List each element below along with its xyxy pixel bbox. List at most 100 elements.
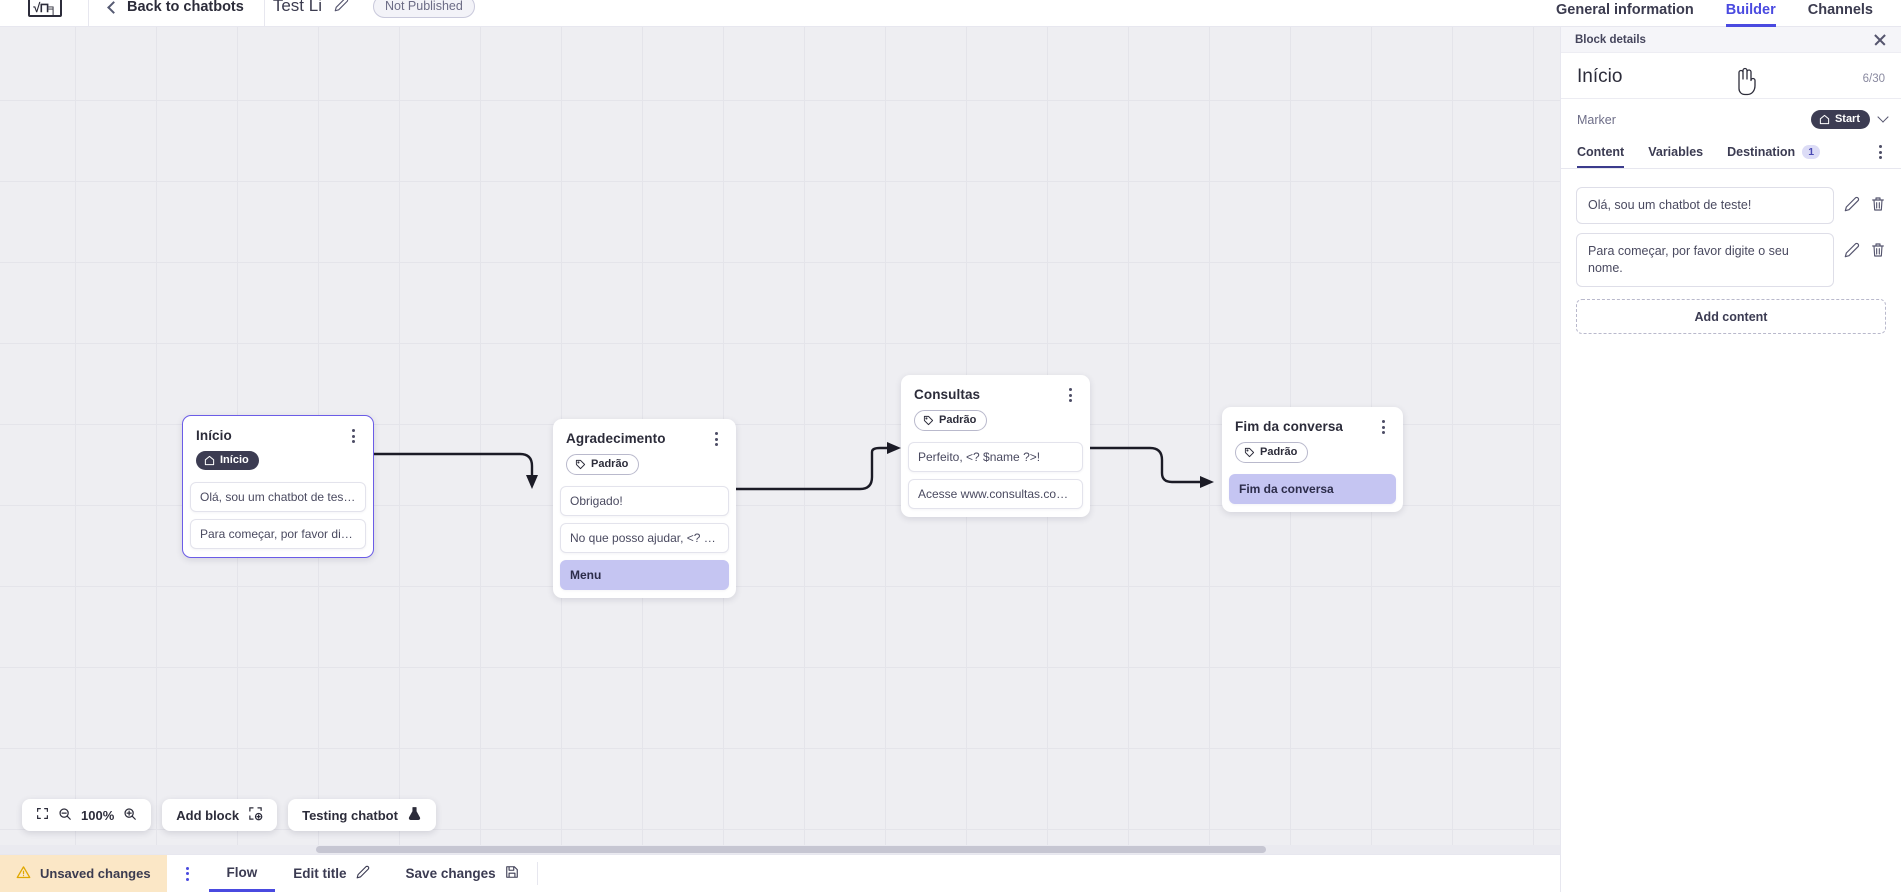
edit-title-label: Edit title	[293, 866, 347, 881]
node-menu-kebab-icon[interactable]	[1376, 419, 1390, 435]
content-text[interactable]: Olá, sou um chatbot de teste!	[1576, 187, 1834, 224]
block-name: Início	[1577, 66, 1623, 87]
warning-triangle-icon	[16, 865, 31, 883]
delete-content-trash-icon[interactable]	[1870, 196, 1886, 212]
panel-tab-variables[interactable]: Variables	[1648, 145, 1703, 168]
footer-menu-kebab-icon[interactable]	[167, 855, 209, 892]
tab-general-information[interactable]: General information	[1556, 2, 1694, 18]
edit-content-pencil-icon[interactable]	[1844, 196, 1860, 212]
flow-canvas[interactable]: Início Início Olá, sou um chatbot de tes…	[0, 27, 1560, 854]
back-label: Back to chatbots	[127, 0, 244, 15]
edit-title-pencil-icon[interactable]	[334, 0, 349, 17]
node-tag-label: Padrão	[591, 458, 629, 470]
node-tag-default: Padrão	[1235, 442, 1309, 463]
unsaved-changes-indicator: Unsaved changes	[0, 855, 167, 892]
panel-tab-variables-label: Variables	[1648, 145, 1704, 159]
node-message[interactable]: No que posso ajudar, <? $name ...	[560, 523, 729, 553]
chevron-left-icon	[107, 0, 120, 14]
node-title: Agradecimento	[566, 431, 666, 446]
node-tag-row: Início	[183, 444, 373, 482]
close-icon[interactable]	[1873, 33, 1887, 47]
canvas-toolbar: 100% Add block Testing chatbot	[22, 799, 436, 831]
add-content-button[interactable]: Add content	[1576, 299, 1886, 334]
node-tag-row: Padrão	[1222, 435, 1403, 474]
add-block-button[interactable]: Add block	[162, 799, 278, 831]
panel-title-row: Início 6/30	[1561, 53, 1901, 99]
tag-icon	[923, 415, 934, 425]
content-item-row: Olá, sou um chatbot de teste!	[1576, 187, 1886, 224]
footer-tab-flow[interactable]: Flow	[208, 855, 276, 892]
char-counter: 6/30	[1862, 73, 1885, 85]
add-block-label: Add block	[176, 807, 240, 823]
fit-view-icon[interactable]	[36, 807, 49, 823]
marker-select[interactable]: Start	[1810, 110, 1889, 129]
node-message[interactable]: Acesse www.consultas.com par...	[908, 479, 1083, 509]
edit-content-pencil-icon[interactable]	[1844, 242, 1860, 258]
tab-builder[interactable]: Builder	[1725, 2, 1776, 27]
node-message[interactable]: Olá, sou um chatbot de teste!	[190, 481, 366, 512]
zoom-controls[interactable]: 100%	[22, 799, 152, 831]
flask-icon	[407, 806, 422, 824]
zoom-in-icon[interactable]	[123, 807, 137, 824]
panel-content-list: Olá, sou um chatbot de teste! Para começ…	[1561, 67, 1901, 334]
block-details-panel: Block details Início 6/30 Marker Start C…	[1560, 27, 1901, 892]
node-header: Agradecimento	[553, 419, 736, 447]
footer-divider	[536, 862, 538, 885]
node-menu-kebab-icon[interactable]	[709, 431, 723, 447]
node-menu-kebab-icon[interactable]	[1063, 387, 1077, 403]
node-message[interactable]: Para começar, por favor digite o ...	[190, 518, 366, 549]
app-logo[interactable]: √⊓╕	[28, 0, 62, 17]
panel-overflow-kebab-icon[interactable]	[1873, 144, 1887, 160]
main-nav-tabs: General information Builder Channels	[1556, 0, 1873, 27]
panel-tab-content[interactable]: Content	[1577, 145, 1625, 168]
edit-title-button[interactable]: Edit title	[275, 855, 387, 892]
node-title: Fim da conversa	[1235, 419, 1344, 434]
save-changes-button[interactable]: Save changes	[388, 855, 537, 892]
scrollbar-thumb[interactable]	[316, 846, 1266, 853]
chevron-down-icon[interactable]	[1877, 110, 1889, 123]
canvas-horizontal-scrollbar[interactable]	[0, 845, 1560, 854]
node-message-accent[interactable]: Fim da conversa	[1229, 474, 1396, 504]
tab-channels[interactable]: Channels	[1807, 2, 1873, 18]
home-icon	[204, 455, 215, 465]
panel-header-title: Block details	[1575, 33, 1646, 46]
add-block-icon	[248, 806, 263, 824]
back-to-chatbots-link[interactable]: Back to chatbots	[107, 0, 244, 15]
node-messages: Perfeito, <? $name ?>! Acesse www.consul…	[901, 442, 1090, 517]
node-tag-default: Padrão	[914, 410, 988, 431]
flow-node-consultas[interactable]: Consultas Padrão Perfeito, <? $name ?>! …	[901, 375, 1090, 517]
node-header: Consultas	[901, 375, 1090, 403]
content-item-row: Para começar, por favor digite o seu nom…	[1576, 233, 1886, 287]
flow-node-fim-da-conversa[interactable]: Fim da conversa Padrão Fim da conversa	[1222, 407, 1403, 512]
testing-chatbot-button[interactable]: Testing chatbot	[288, 799, 436, 831]
canvas-inner: Início Início Olá, sou um chatbot de tes…	[0, 27, 1560, 854]
panel-tab-content-label: Content	[1577, 145, 1625, 159]
topbar-divider	[88, 0, 89, 27]
node-menu-kebab-icon[interactable]	[346, 428, 360, 444]
node-tag-row: Padrão	[553, 447, 736, 486]
node-title: Início	[196, 428, 232, 443]
node-tag-start: Início	[196, 451, 259, 470]
flow-node-agradecimento[interactable]: Agradecimento Padrão Obrigado! No que po…	[553, 419, 736, 598]
panel-header: Block details	[1561, 27, 1901, 53]
unsaved-changes-label: Unsaved changes	[40, 866, 151, 881]
node-message[interactable]: Obrigado!	[560, 486, 729, 516]
node-header: Fim da conversa	[1222, 407, 1403, 435]
node-message[interactable]: Perfeito, <? $name ?>!	[908, 442, 1083, 472]
node-tag-default: Padrão	[566, 454, 640, 475]
node-title: Consultas	[914, 387, 981, 402]
flow-node-inicio[interactable]: Início Início Olá, sou um chatbot de tes…	[182, 415, 374, 558]
chatbot-title: Test Li	[272, 0, 322, 15]
delete-content-trash-icon[interactable]	[1870, 242, 1886, 258]
panel-tab-destination-label: Destination	[1727, 145, 1796, 159]
node-messages: Obrigado! No que posso ajudar, <? $name …	[553, 486, 736, 598]
node-tag-label: Padrão	[939, 414, 977, 426]
zoom-out-icon[interactable]	[58, 807, 72, 824]
save-disk-icon	[505, 865, 519, 882]
destination-count-badge: 1	[1802, 145, 1821, 159]
node-message-accent[interactable]: Menu	[560, 560, 729, 590]
marker-badge-start: Start	[1810, 110, 1870, 129]
panel-tab-destination[interactable]: Destination 1	[1727, 145, 1821, 168]
node-messages: Fim da conversa	[1222, 474, 1403, 512]
content-text[interactable]: Para começar, por favor digite o seu nom…	[1576, 233, 1834, 287]
